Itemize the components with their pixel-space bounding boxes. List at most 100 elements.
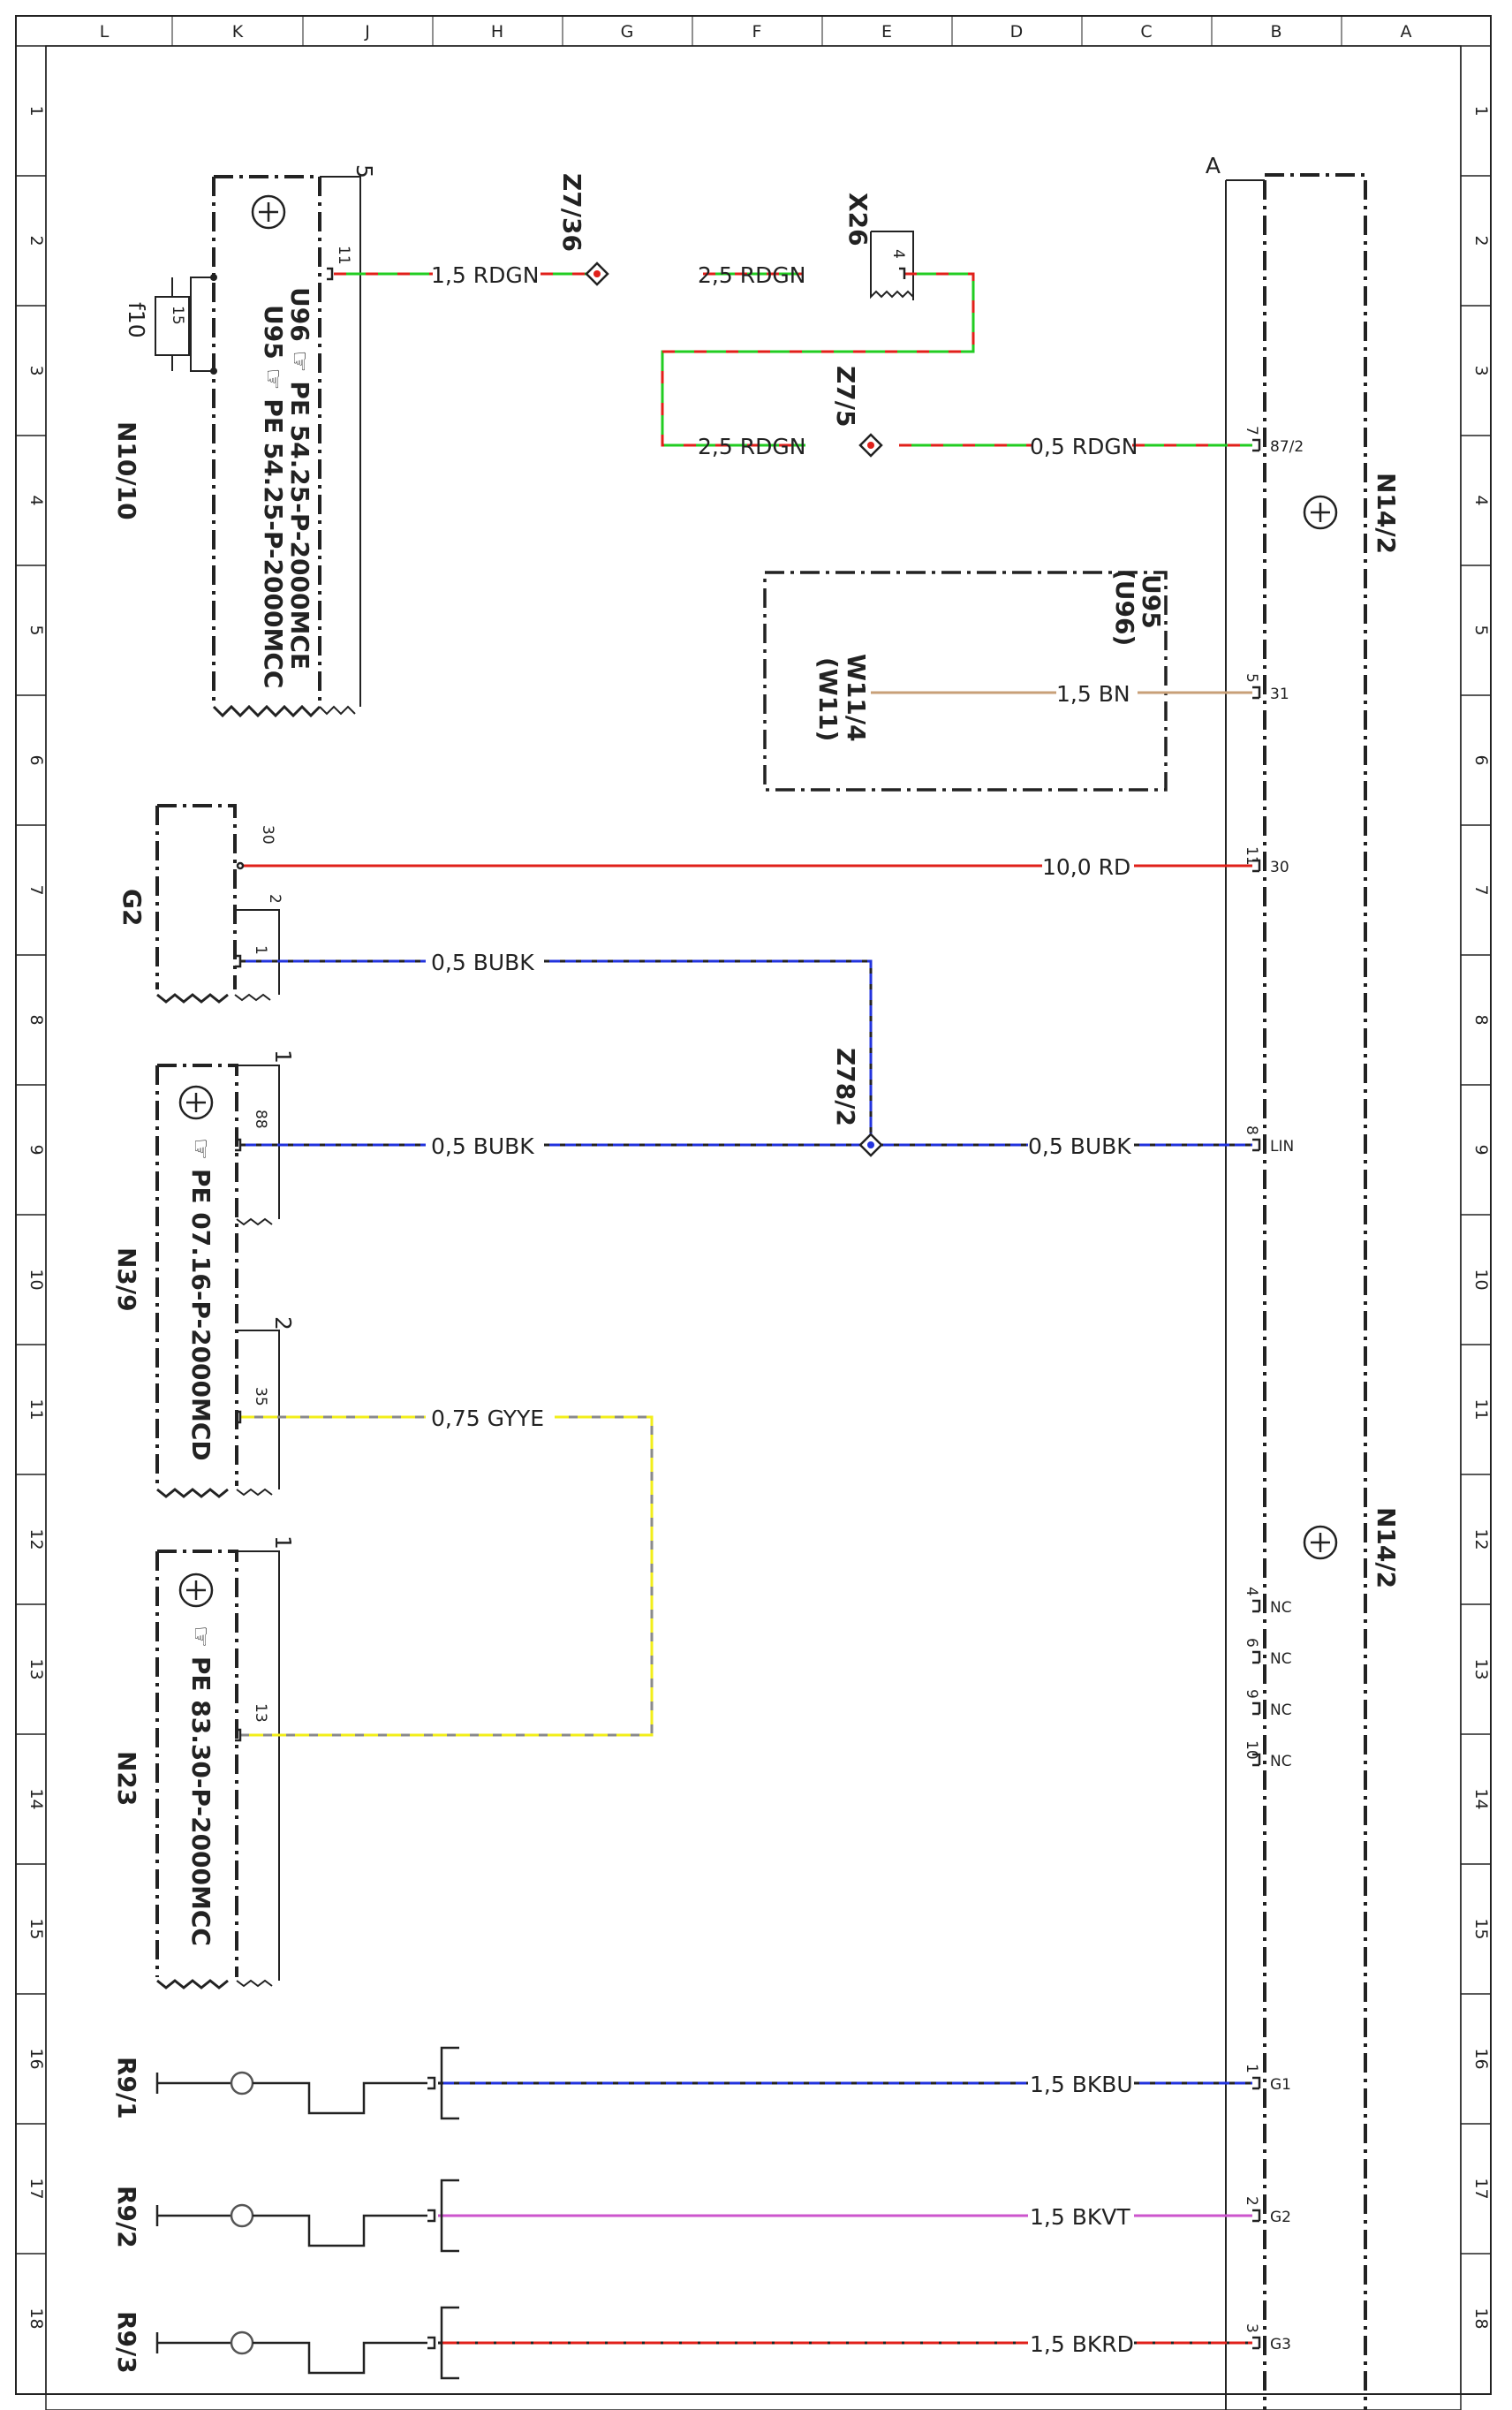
g2-alternator: G2 30 2 1 bbox=[117, 804, 284, 1004]
pin-name: LIN bbox=[1270, 1138, 1294, 1156]
splice-points bbox=[585, 261, 883, 1157]
connector-label: 2 bbox=[270, 1316, 296, 1330]
pin-name: NC bbox=[1270, 1701, 1292, 1719]
variant-label: U95 bbox=[1137, 574, 1166, 629]
pin-terminal bbox=[1252, 1701, 1261, 1716]
column-letter: E bbox=[881, 22, 892, 42]
control-unit-icon bbox=[178, 1085, 214, 1120]
column-letter: J bbox=[364, 22, 370, 42]
connector-label: 2 bbox=[266, 894, 284, 904]
n10-10-module: 5 U95 ☞ PE 54.25-P-2000MCC U96 ☞ PE 54.2… bbox=[112, 164, 377, 718]
pin-number: 3 bbox=[1243, 2323, 1260, 2333]
fuse-value: 15 bbox=[169, 306, 186, 325]
wire-label: 1,5 BKBU bbox=[1030, 2072, 1133, 2097]
row-number: 11 bbox=[26, 1398, 46, 1420]
wire-label: 10,0 RD bbox=[1042, 854, 1130, 880]
pin-number: 11 bbox=[1243, 846, 1260, 866]
row-number: 9 bbox=[1471, 1144, 1491, 1155]
row-number: 17 bbox=[26, 2178, 46, 2199]
wire-label: 0,5 BUBK bbox=[431, 1133, 534, 1159]
control-unit-icon bbox=[178, 1573, 214, 1608]
wire-label: 2,5 RDGN bbox=[698, 262, 805, 288]
pin-number: 88 bbox=[252, 1110, 269, 1129]
r9-2-switch bbox=[155, 2179, 459, 2253]
n3-9-module: 1 2 88 35 ☞ PE 07.16-P-2000MCD N3/9 bbox=[112, 1050, 296, 1498]
row-number: 13 bbox=[26, 1658, 46, 1679]
pin-name: G2 bbox=[1270, 2209, 1291, 2226]
row-number: 6 bbox=[26, 754, 46, 765]
z7-5-label: Z7/5 bbox=[831, 366, 860, 428]
reference-link: ☞ PE 83.30-P-2000MCC bbox=[186, 1626, 215, 1946]
control-unit-icon bbox=[1303, 495, 1338, 1560]
wire-label: 0,5 BUBK bbox=[431, 950, 534, 975]
g2-label: G2 bbox=[117, 889, 147, 926]
w11-4-label: W11/4 bbox=[842, 654, 871, 742]
column-letter: C bbox=[1140, 22, 1152, 42]
n3-9-label: N3/9 bbox=[112, 1247, 141, 1312]
pin-number: 7 bbox=[1243, 426, 1260, 436]
splice-z7-5 bbox=[858, 433, 883, 458]
r9-1-switch bbox=[155, 2046, 459, 2120]
row-number: 7 bbox=[26, 884, 46, 895]
pin-number: 5 bbox=[1243, 673, 1260, 683]
terminals bbox=[235, 267, 906, 1742]
pin-number: 10 bbox=[1243, 1740, 1260, 1760]
pin-number: 6 bbox=[1243, 1638, 1260, 1648]
column-letters: L K J H G F E D C B A bbox=[100, 22, 1412, 42]
reference-link: ☞ PE 07.16-P-2000MCD bbox=[186, 1138, 215, 1461]
n23-module: 1 13 ☞ PE 83.30-P-2000MCC N23 bbox=[112, 1535, 296, 1989]
r9-3-label: R9/3 bbox=[112, 2311, 141, 2374]
pin-number: 13 bbox=[252, 1703, 269, 1723]
row-number: 3 bbox=[1471, 365, 1491, 375]
row-number: 14 bbox=[26, 1788, 46, 1809]
pin-terminal bbox=[1252, 1753, 1261, 1767]
pin-name: 87/2 bbox=[1270, 438, 1304, 456]
column-letter: A bbox=[1401, 22, 1412, 42]
row-number: 8 bbox=[1471, 1014, 1491, 1025]
pin-terminal bbox=[1252, 2076, 1261, 2090]
pin-name: NC bbox=[1270, 1753, 1292, 1770]
connector-label: 1 bbox=[270, 1535, 296, 1550]
row-number: 12 bbox=[26, 1528, 46, 1550]
n10-10-label: N10/10 bbox=[112, 421, 141, 520]
wire-label: 1,5 BKRD bbox=[1030, 2331, 1134, 2357]
fuse-label: f10 bbox=[124, 302, 149, 338]
wire-label: 0,5 RDGN bbox=[1030, 434, 1138, 459]
row-number: 13 bbox=[1471, 1658, 1491, 1679]
pin-name: 30 bbox=[1270, 859, 1289, 876]
x26-label: X26 bbox=[843, 193, 873, 246]
variant-alt-label: (U96) bbox=[1110, 569, 1139, 646]
row-number: 16 bbox=[1471, 2048, 1491, 2069]
pin-number: 4 bbox=[1243, 1587, 1260, 1596]
pin-number: 1 bbox=[252, 945, 269, 955]
row-number: 11 bbox=[1471, 1398, 1491, 1420]
column-letter: K bbox=[232, 22, 244, 42]
row-number: 15 bbox=[1471, 1918, 1491, 1939]
column-letter: B bbox=[1270, 22, 1281, 42]
r9-1-label: R9/1 bbox=[112, 2057, 141, 2119]
row-number: 14 bbox=[1471, 1788, 1491, 1809]
row-number: 7 bbox=[1471, 884, 1491, 895]
row-number: 4 bbox=[26, 495, 46, 505]
fuse-f10 bbox=[155, 274, 217, 375]
r9-3-switch bbox=[155, 2306, 459, 2380]
wire-label: 1,5 BN bbox=[1056, 681, 1130, 707]
pin-name: G3 bbox=[1270, 2336, 1291, 2353]
column-letter: F bbox=[752, 22, 762, 42]
pin-terminal bbox=[1252, 438, 1261, 452]
sheet-frame bbox=[15, 15, 1492, 2410]
column-letter: D bbox=[1010, 22, 1024, 42]
pin-terminal bbox=[1252, 1599, 1261, 1613]
pin-number: 35 bbox=[252, 1387, 269, 1406]
pin-terminal bbox=[1252, 2336, 1261, 2350]
row-number: 18 bbox=[1471, 2308, 1491, 2329]
pin-number: 9 bbox=[1243, 1689, 1260, 1699]
row-number: 4 bbox=[1471, 495, 1491, 505]
splice-z78-2 bbox=[858, 1133, 883, 1157]
n14-2-module: A N14/2 N14/2 787/253111308LIN4NC6NC9NC1… bbox=[1206, 153, 1401, 2410]
pin-number: 30 bbox=[259, 825, 276, 845]
row-number: 9 bbox=[26, 1144, 46, 1155]
pin-name: G1 bbox=[1270, 2076, 1291, 2094]
control-unit-icon bbox=[251, 194, 286, 230]
